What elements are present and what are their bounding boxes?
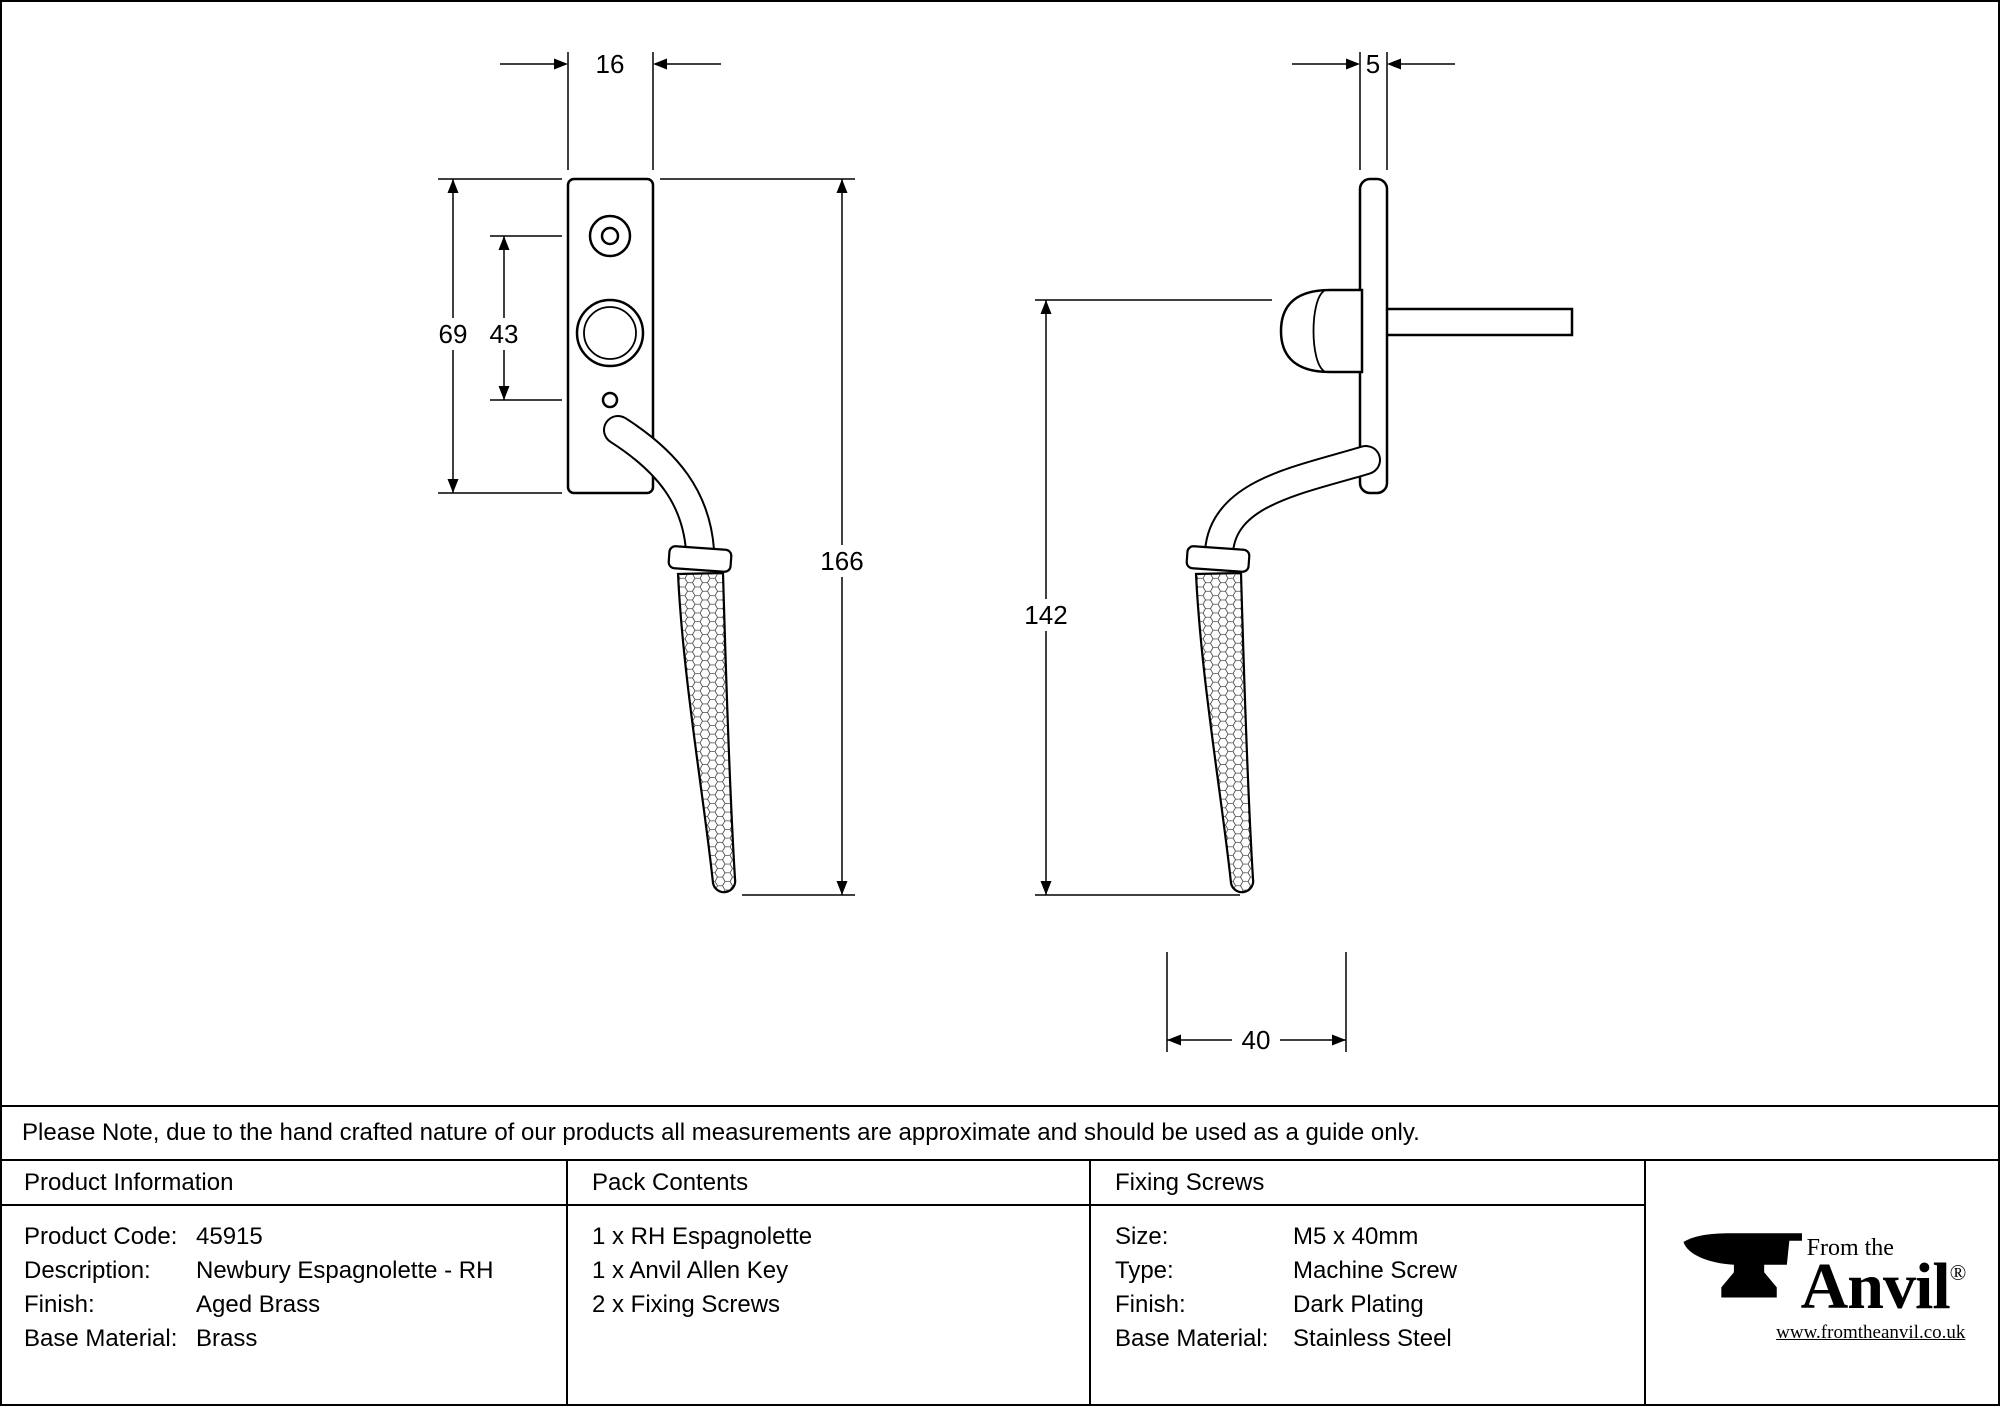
dim-screw-spacing: 43 — [482, 235, 562, 401]
product-code-row: Product Code: 45915 — [24, 1223, 263, 1250]
note-bar: Please Note, due to the hand crafted nat… — [0, 1105, 2000, 1161]
screw-type-row: Type: Machine Screw — [1115, 1257, 1458, 1284]
logo-cell: From the Anvil® www.fromtheanvil.co.uk — [1646, 1161, 2000, 1406]
note-text: Please Note, due to the hand crafted nat… — [22, 1119, 1420, 1146]
header-pack-contents: Pack Contents — [568, 1161, 1091, 1206]
product-information-body: Product Code: 45915 Description: Newbury… — [0, 1206, 568, 1406]
front-handle-grip — [667, 544, 737, 894]
info-table: Please Note, due to the hand crafted nat… — [0, 1105, 2000, 1406]
fixing-screws-body: Size: M5 x 40mm Type: Machine Screw Fini… — [1091, 1206, 1646, 1406]
screw-size-row: Size: M5 x 40mm — [1115, 1223, 1419, 1250]
side-knob-dome-line — [1312, 290, 1325, 372]
dim-plate-thickness-label: 5 — [1366, 49, 1380, 79]
dim-projection-label: 40 — [1242, 1025, 1271, 1055]
registered-mark: ® — [1949, 1260, 1967, 1286]
dim-plate-width: 16 — [500, 49, 721, 170]
logo-website: www.fromtheanvil.co.uk — [1776, 1321, 1966, 1343]
pack-item: 1 x RH Espagnolette — [592, 1223, 813, 1250]
pack-item: 2 x Fixing Screws — [592, 1291, 781, 1318]
header-fixing-screws: Fixing Screws — [1091, 1161, 1646, 1206]
front-view: 16 69 43 — [431, 49, 872, 896]
logo-brand: Anvil® — [1800, 1250, 1967, 1324]
dim-overall-length-label: 166 — [820, 546, 863, 576]
dim-projection: 40 — [1166, 952, 1347, 1056]
front-knob-boss-inner — [583, 306, 637, 360]
dim-overall-length: 166 — [660, 178, 872, 896]
base-material-row: Base Material: Brass — [24, 1325, 258, 1352]
pack-item: 1 x Anvil Allen Key — [592, 1257, 789, 1284]
screw-base-material-row: Base Material: Stainless Steel — [1115, 1325, 1452, 1352]
front-knob-boss — [575, 298, 645, 368]
side-knob-profile — [1279, 288, 1364, 374]
side-handle-grip — [1185, 544, 1255, 894]
side-view: 5 142 40 — [1016, 49, 1574, 1056]
side-spindle — [1378, 307, 1574, 337]
logo-tagline: From the — [1806, 1235, 1894, 1262]
anvil-icon — [1683, 1232, 1802, 1297]
dim-plate-height-label: 69 — [439, 319, 468, 349]
finish-row: Finish: Aged Brass — [24, 1291, 321, 1318]
technical-drawing: 16 69 43 — [431, 49, 1574, 1056]
dim-screw-spacing-label: 43 — [490, 319, 519, 349]
header-product-information: Product Information — [0, 1161, 568, 1206]
dim-drop-length-label: 142 — [1024, 600, 1067, 630]
description-row: Description: Newbury Espagnolette - RH — [24, 1257, 494, 1284]
dim-plate-thickness: 5 — [1292, 49, 1455, 170]
pack-contents-body: 1 x RH Espagnolette 1 x Anvil Allen Key … — [568, 1206, 1091, 1406]
front-top-screw-hole-inner — [600, 226, 620, 246]
screw-finish-row: Finish: Dark Plating — [1115, 1291, 1424, 1318]
anvil-logo: From the Anvil® www.fromtheanvil.co.uk — [1681, 1224, 1966, 1344]
dim-plate-width-label: 16 — [596, 49, 625, 79]
dim-plate-height: 69 — [431, 178, 562, 494]
dim-drop-length: 142 — [1016, 299, 1272, 896]
front-bottom-screw-hole — [601, 391, 619, 409]
